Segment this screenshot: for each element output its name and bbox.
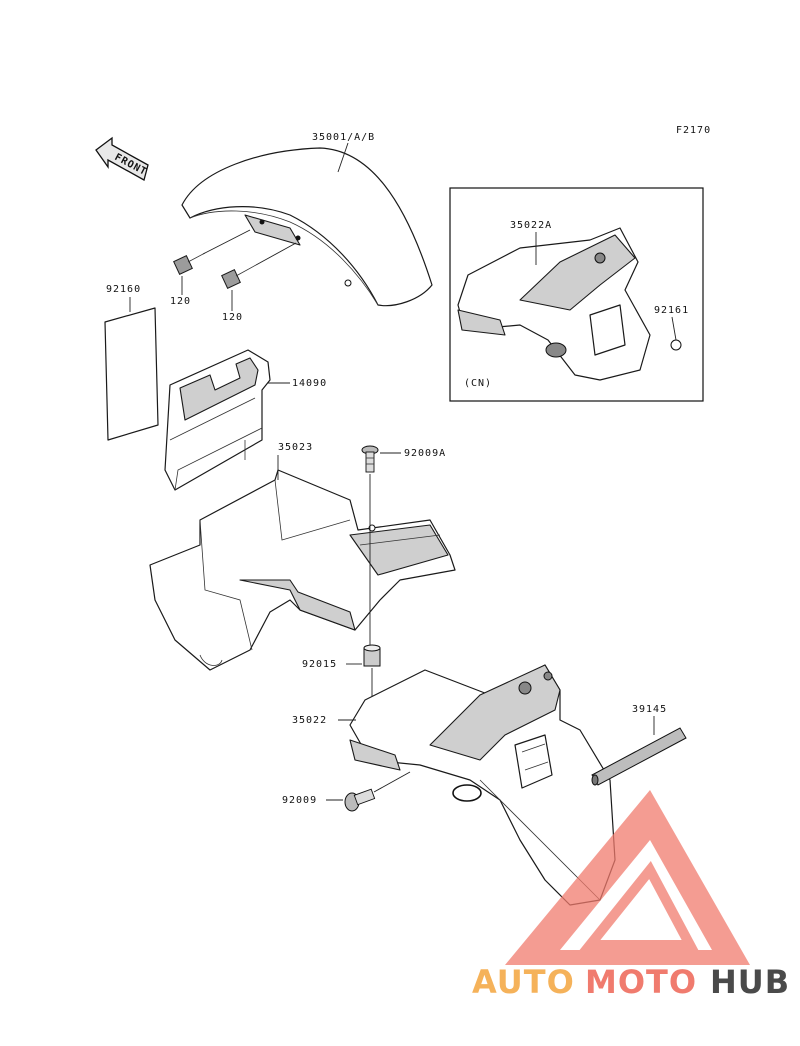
watermark-logo: AUTO MOTO HUB [472, 790, 790, 1001]
pad-92160 [104, 307, 159, 441]
collar-92015 [363, 644, 381, 667]
watermark-text-moto: MOTO [585, 963, 697, 1001]
label-35022A: 35022A [510, 220, 552, 231]
label-35001: 35001/A/B [312, 132, 375, 143]
reference-code: F2170 [676, 125, 711, 136]
label-92161: 92161 [654, 305, 689, 316]
front-arrow-icon: FRONT [95, 136, 149, 181]
watermark-text-hub: HUB [710, 963, 790, 1001]
watermark-text-auto: AUTO [472, 963, 575, 1001]
label-120-a: 120 [170, 296, 191, 307]
label-92009A: 92009A [404, 448, 446, 459]
label-92160: 92160 [106, 284, 141, 295]
inset-label: (CN) [464, 378, 492, 389]
front-fender [181, 147, 433, 307]
cover-14090 [164, 349, 271, 491]
label-92009: 92009 [282, 795, 317, 806]
label-14090: 14090 [292, 378, 327, 389]
bolt-92009 [344, 788, 376, 812]
bolt-120-b [221, 264, 257, 289]
label-35022: 35022 [292, 715, 327, 726]
label-39145: 39145 [632, 704, 667, 715]
screw-92009A [361, 445, 379, 473]
label-120-b: 120 [222, 312, 243, 323]
label-35023: 35023 [278, 442, 313, 453]
battery-case-35023 [149, 469, 456, 671]
rod-39145 [591, 727, 687, 786]
bolt-120-a [173, 252, 206, 275]
rear-fender-35022 [349, 664, 616, 906]
label-92015: 92015 [302, 659, 337, 670]
inset-cn [449, 187, 704, 402]
